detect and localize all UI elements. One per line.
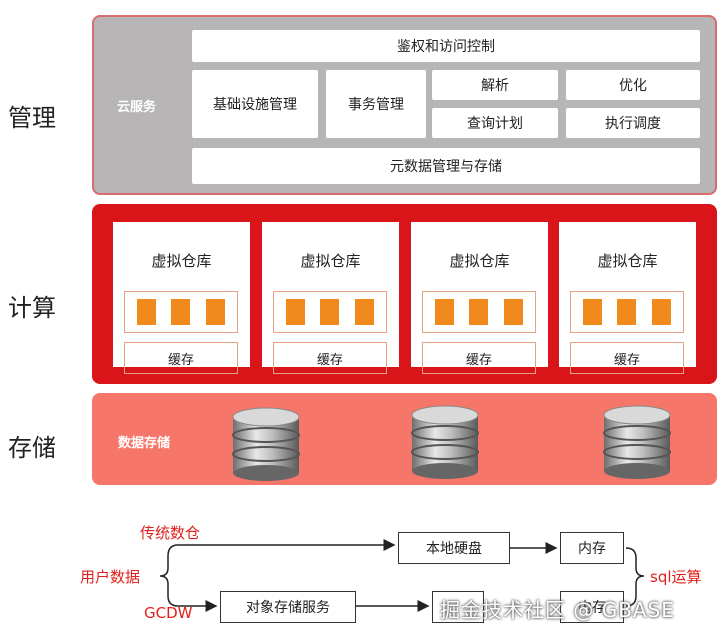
core-icon bbox=[434, 299, 454, 325]
traditional-warehouse-label: 传统数仓 bbox=[140, 524, 201, 542]
auth-access-control: 鉴权和访问控制 bbox=[192, 30, 700, 62]
object-storage-service-box: 对象存储服务 bbox=[220, 591, 356, 623]
label-storage: 存储 bbox=[8, 434, 56, 462]
gcdw-label: GCDW bbox=[144, 604, 193, 622]
transaction-management: 事务管理 bbox=[326, 70, 426, 138]
compute-cores bbox=[124, 291, 238, 333]
virtual-warehouse-title: 虚拟仓库 bbox=[449, 252, 510, 270]
core-icon bbox=[285, 299, 305, 325]
cache-box-bottom bbox=[432, 591, 484, 623]
core-icon bbox=[469, 299, 489, 325]
watermark: 掘金技术社区 @ GBASE bbox=[440, 598, 675, 622]
virtual-warehouse-title: 虚拟仓库 bbox=[151, 252, 212, 270]
cache-box: 缓存 bbox=[273, 342, 387, 374]
cache-box: 缓存 bbox=[570, 342, 684, 374]
core-icon bbox=[136, 299, 156, 325]
sql-compute-label: sql运算 bbox=[650, 568, 702, 586]
compute-cores bbox=[273, 291, 387, 333]
virtual-warehouse-4: 虚拟仓库 缓存 bbox=[559, 222, 696, 374]
user-data-label: 用户数据 bbox=[80, 568, 141, 586]
parse-box: 解析 bbox=[432, 70, 558, 100]
database-cylinder-icon bbox=[603, 405, 671, 479]
memory-box-bottom: 内存 bbox=[560, 591, 624, 623]
core-icon bbox=[617, 299, 637, 325]
data-storage-label: 数据存储 bbox=[118, 436, 171, 451]
cache-box: 缓存 bbox=[124, 342, 238, 374]
cloud-service-label: 云服务 bbox=[117, 100, 157, 115]
core-icon bbox=[355, 299, 375, 325]
database-cylinder-icon bbox=[232, 407, 300, 481]
flow-connectors bbox=[159, 539, 645, 612]
database-cylinder-icon bbox=[411, 405, 479, 479]
metadata-management-storage: 元数据管理与存储 bbox=[192, 148, 700, 184]
infrastructure-management: 基础设施管理 bbox=[192, 70, 318, 138]
virtual-warehouse-3: 虚拟仓库 缓存 bbox=[411, 222, 548, 374]
label-compute: 计算 bbox=[8, 294, 56, 322]
cache-box: 缓存 bbox=[422, 342, 536, 374]
compute-cores bbox=[570, 291, 684, 333]
core-icon bbox=[206, 299, 226, 325]
core-icon bbox=[320, 299, 340, 325]
local-disk-box: 本地硬盘 bbox=[398, 532, 510, 564]
core-icon bbox=[171, 299, 191, 325]
core-icon bbox=[504, 299, 524, 325]
compute-cores bbox=[422, 291, 536, 333]
label-management: 管理 bbox=[8, 104, 56, 132]
core-icon bbox=[582, 299, 602, 325]
virtual-warehouse-2: 虚拟仓库 缓存 bbox=[262, 222, 399, 374]
virtual-warehouse-1: 虚拟仓库 缓存 bbox=[113, 222, 250, 374]
exec-schedule-box: 执行调度 bbox=[566, 108, 700, 138]
optimize-box: 优化 bbox=[566, 70, 700, 100]
virtual-warehouse-title: 虚拟仓库 bbox=[300, 252, 361, 270]
virtual-warehouse-title: 虚拟仓库 bbox=[597, 252, 658, 270]
core-icon bbox=[652, 299, 672, 325]
query-plan-box: 查询计划 bbox=[432, 108, 558, 138]
memory-box-top: 内存 bbox=[560, 532, 624, 564]
